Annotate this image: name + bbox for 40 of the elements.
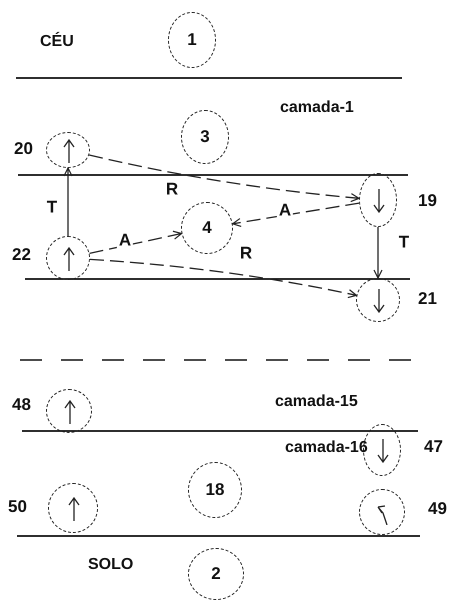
- layer-label: camada-1: [280, 100, 354, 116]
- numbered-circle: [181, 202, 233, 254]
- node-number: 4: [202, 218, 212, 238]
- arrow-circle: [48, 483, 98, 533]
- arrow: [88, 154, 360, 202]
- arrow-circle: [359, 489, 405, 535]
- edge-label: A: [276, 202, 294, 218]
- layer-label: camada-16: [285, 440, 368, 456]
- arrow: [232, 202, 360, 228]
- edge-label: A: [116, 232, 134, 248]
- arrow: [90, 258, 358, 298]
- arrow-circle: [356, 278, 400, 322]
- beside-label: 50: [8, 498, 27, 515]
- beside-label: 22: [12, 246, 31, 263]
- layer-label: SOLO: [88, 557, 134, 573]
- node-number: 3: [200, 127, 210, 147]
- node-number: 18: [206, 480, 224, 500]
- edge-label: T: [44, 198, 60, 216]
- arrow-circle: [46, 132, 90, 168]
- beside-label: 21: [418, 290, 437, 307]
- arrow-circle: [359, 173, 397, 227]
- numbered-circle: [181, 110, 229, 164]
- beside-label: 20: [14, 140, 33, 157]
- arrow-circle: [46, 236, 90, 280]
- arrow: [63, 167, 73, 236]
- layer-label: camada-15: [275, 394, 358, 410]
- layer-label: CÉU: [40, 34, 74, 50]
- edge-label: T: [396, 234, 412, 250]
- arrow-circle: [46, 389, 92, 433]
- numbered-circle: [188, 462, 242, 518]
- node-number: 1: [187, 30, 197, 50]
- node-number: 2: [211, 564, 221, 584]
- beside-label: 48: [12, 396, 31, 413]
- numbered-circle: [168, 12, 216, 68]
- numbered-circle: [188, 548, 244, 600]
- beside-label: 47: [424, 438, 443, 455]
- arrow: [89, 230, 182, 254]
- beside-label: 49: [428, 500, 447, 517]
- beside-label: 19: [418, 192, 437, 209]
- arrow: [373, 227, 383, 279]
